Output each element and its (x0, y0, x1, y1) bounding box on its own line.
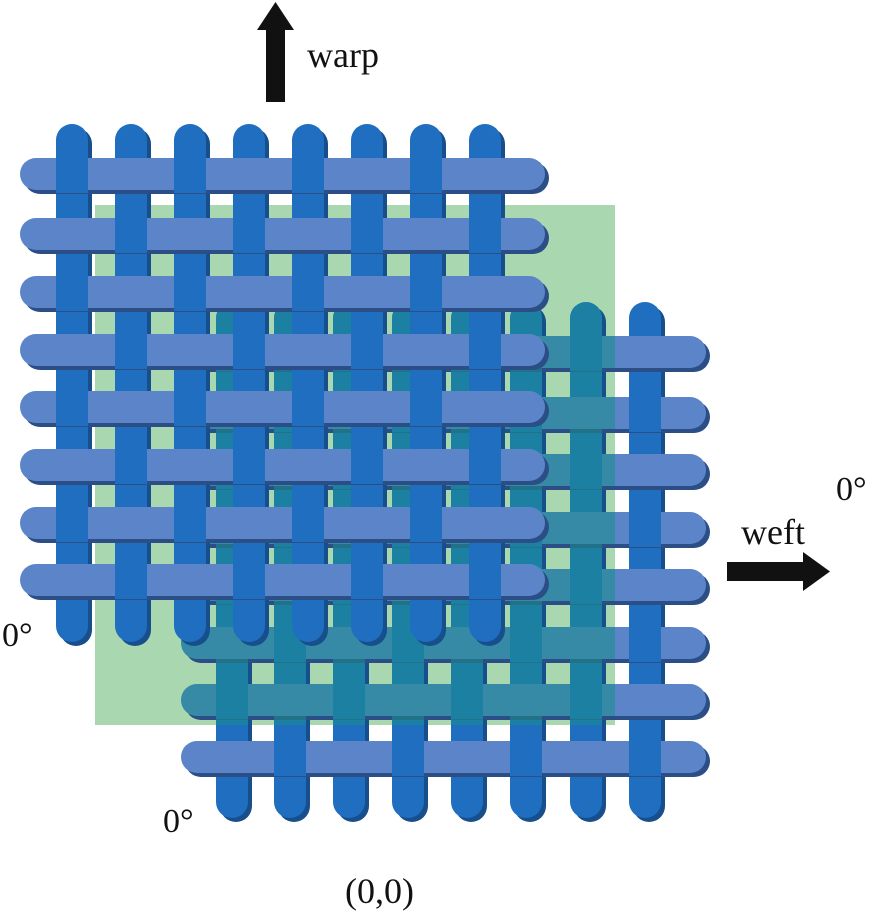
front-warp-over (56, 504, 88, 542)
back-warp-over (629, 738, 661, 776)
back-warp-over (274, 738, 306, 776)
front-warp-over (469, 446, 501, 484)
arrow-up-icon (257, 2, 294, 102)
front-warp-over (410, 273, 442, 311)
front-weft-yarn (20, 334, 545, 366)
front-warp-over (292, 155, 324, 193)
arrow-right-icon (727, 552, 830, 591)
front-warp-over (115, 561, 147, 599)
angle-label-right: 0° (836, 471, 867, 508)
back-warp-over (510, 738, 542, 776)
back-tint-warp-over (570, 451, 602, 489)
front-warp-over (56, 273, 88, 311)
back-warp-over (629, 624, 661, 662)
front-warp-over (233, 561, 265, 599)
front-warp-over (292, 273, 324, 311)
back-tint-warp-over (570, 681, 602, 719)
front-warp-over (410, 504, 442, 542)
front-weft-yarn (20, 158, 545, 190)
front-warp-over (233, 215, 265, 253)
front-warp-over (115, 215, 147, 253)
front-weft-yarn (20, 276, 545, 308)
front-warp-over (174, 388, 206, 426)
angle-label-left: 0° (2, 617, 33, 654)
front-warp-over (410, 155, 442, 193)
front-weft-yarn (20, 564, 545, 596)
front-weft-yarn (20, 449, 545, 481)
back-tint-weft-yarn (181, 684, 615, 716)
front-warp-over (115, 331, 147, 369)
front-warp-over (115, 446, 147, 484)
front-fabric-layer (20, 124, 549, 646)
back-tint-warp-over (451, 681, 483, 719)
front-warp-over (233, 446, 265, 484)
front-warp-over (351, 331, 383, 369)
front-warp-over (174, 504, 206, 542)
front-weft-yarn (20, 391, 545, 423)
back-warp-over (629, 394, 661, 432)
front-warp-over (469, 215, 501, 253)
front-warp-over (174, 273, 206, 311)
warp-label: warp (307, 35, 379, 75)
back-warp-over (629, 509, 661, 547)
front-weft-yarn (20, 507, 545, 539)
front-warp-over (351, 446, 383, 484)
back-warp-over (392, 738, 424, 776)
back-weft-yarn (181, 741, 706, 773)
front-warp-over (469, 561, 501, 599)
back-tint-warp-over (216, 681, 248, 719)
front-warp-over (292, 504, 324, 542)
front-weft-yarn (20, 218, 545, 250)
back-tint-warp-over (570, 566, 602, 604)
front-warp-over (56, 388, 88, 426)
front-warp-over (469, 331, 501, 369)
front-warp-over (351, 215, 383, 253)
front-warp-over (233, 331, 265, 369)
front-warp-over (174, 155, 206, 193)
back-tint-warp-over (333, 681, 365, 719)
origin-label: (0,0) (345, 871, 414, 911)
angle-label-bottom: 0° (163, 803, 194, 840)
weft-label: weft (741, 512, 805, 552)
back-tint-warp-over (510, 624, 542, 662)
front-warp-over (351, 561, 383, 599)
front-warp-over (292, 388, 324, 426)
front-warp-over (410, 388, 442, 426)
back-tint-warp-over (570, 333, 602, 371)
front-warp-over (56, 155, 88, 193)
